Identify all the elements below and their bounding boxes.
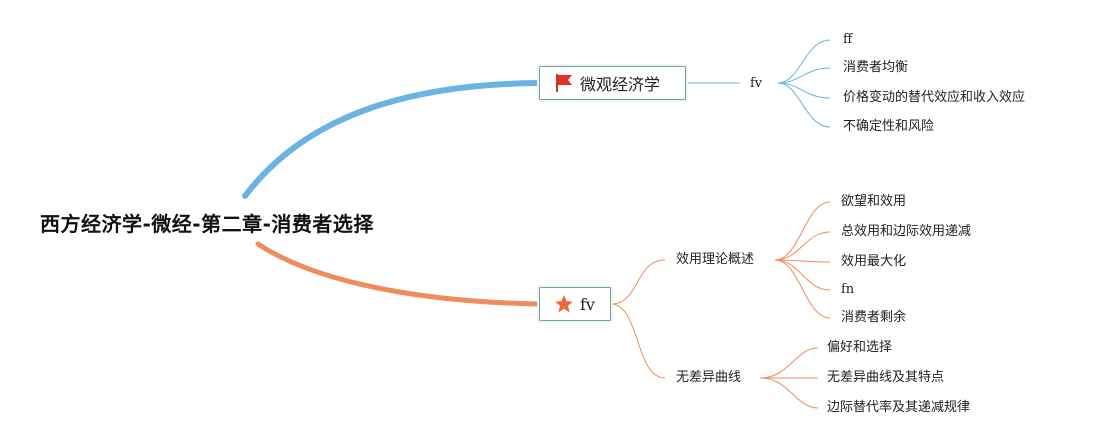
node-consumer-surplus[interactable]: 消费者剩余 — [841, 310, 907, 325]
node-micro-fv[interactable]: fv — [750, 76, 763, 91]
node-preference-choice[interactable]: 偏好和选择 — [827, 340, 893, 355]
node-uncertainty-risk[interactable]: 不确定性和风险 — [843, 119, 935, 134]
branch-micro-label: 微观经济学 — [580, 75, 661, 94]
node-consumer-equilibrium[interactable]: 消费者均衡 — [843, 60, 909, 75]
node-total-marginal-utility[interactable]: 总效用和边际效用递减 — [841, 224, 972, 239]
branch-fv[interactable]: fv — [539, 287, 611, 321]
node-substitution-income-effect[interactable]: 价格变动的替代效应和收入效应 — [843, 90, 1026, 105]
node-mrs-diminishing[interactable]: 边际替代率及其递减规律 — [827, 400, 971, 415]
node-utility-theory[interactable]: 效用理论概述 — [676, 252, 755, 267]
node-desire-utility[interactable]: 欲望和效用 — [841, 194, 907, 209]
root-topic[interactable]: 西方经济学-微经-第二章-消费者选择 — [40, 212, 374, 236]
red-flag-icon — [554, 73, 574, 93]
node-utility-maximization[interactable]: 效用最大化 — [841, 254, 907, 269]
node-indifference-curve[interactable]: 无差异曲线 — [676, 370, 742, 385]
node-indifference-curve-features[interactable]: 无差异曲线及其特点 — [827, 370, 945, 385]
branch-micro-economics[interactable]: 微观经济学 — [539, 66, 686, 100]
node-ff[interactable]: ff — [843, 32, 853, 47]
node-fn[interactable]: fn — [841, 282, 855, 297]
branch-fv-label: fv — [580, 294, 595, 314]
orange-star-icon — [554, 294, 574, 314]
